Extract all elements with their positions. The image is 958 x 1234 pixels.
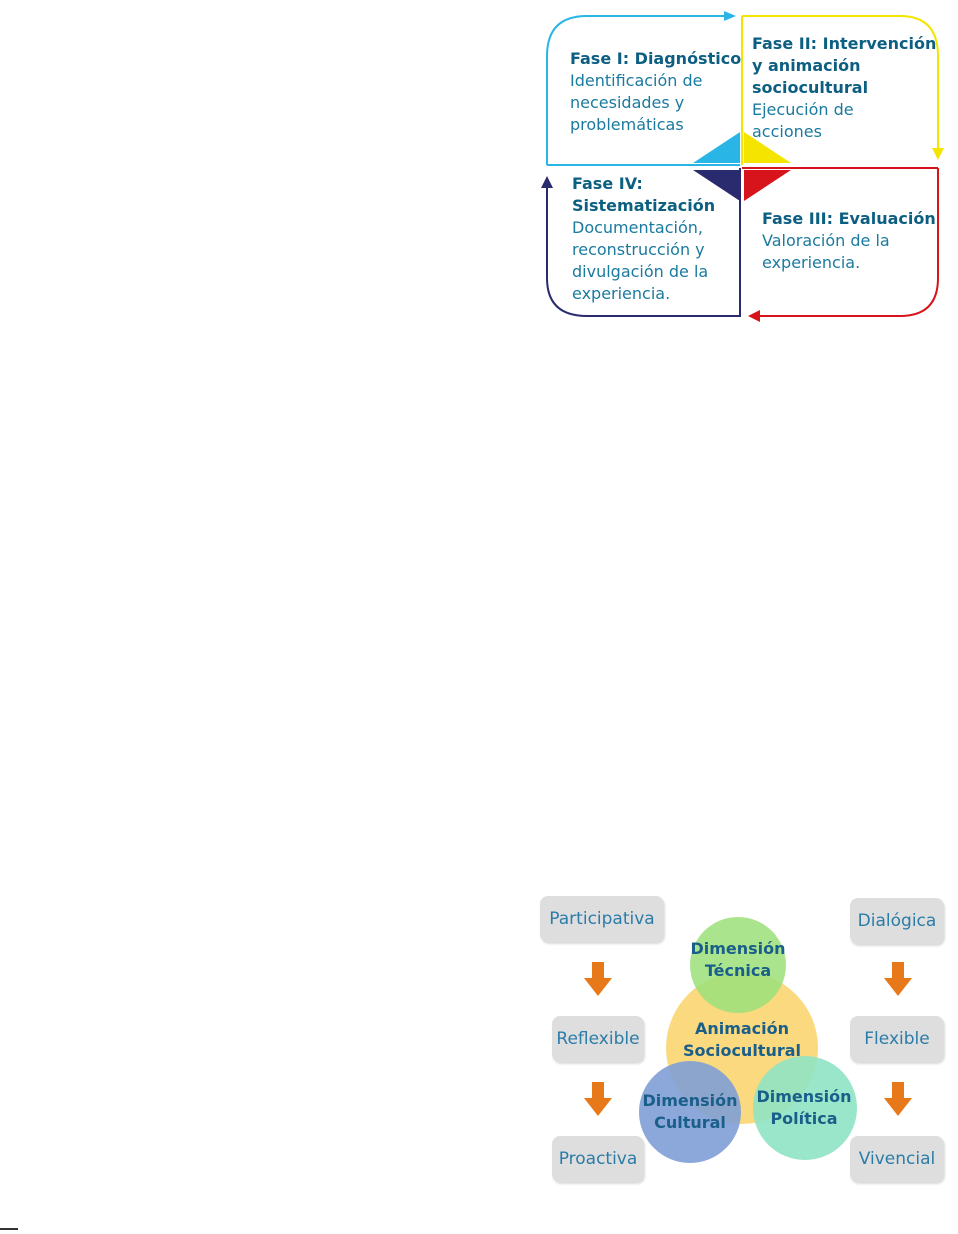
phase-2-title-line: sociocultural bbox=[752, 78, 869, 97]
phase-1-desc-line: problemáticas bbox=[570, 115, 684, 134]
phase-3: Fase III: Evaluación Valoración de la ex… bbox=[762, 208, 936, 274]
phase-cycle-diagram: Fase I: Diagnóstico Identificación de ne… bbox=[540, 8, 950, 328]
dimensions-graphic bbox=[584, 917, 912, 1163]
tecnica-label-line: Técnica bbox=[704, 961, 772, 980]
phase-4: Fase IV: Sistematización Documentación, … bbox=[572, 173, 715, 305]
center-label-line: Animación bbox=[694, 1019, 790, 1038]
cultural-circle bbox=[639, 1061, 741, 1163]
pill-participativa: Participativa bbox=[540, 896, 664, 942]
phase-4-desc-line: divulgación de la bbox=[572, 262, 709, 281]
phase-1: Fase I: Diagnóstico Identificación de ne… bbox=[570, 48, 741, 136]
phase-4-border bbox=[546, 168, 741, 317]
phase-3-border bbox=[758, 168, 939, 317]
cycle-graphic bbox=[541, 11, 944, 322]
tecnica-circle bbox=[690, 917, 786, 1013]
phase-4-desc-line: experiencia. bbox=[572, 284, 671, 303]
arrow-down-icon bbox=[884, 962, 912, 996]
phase-4-triangle bbox=[693, 170, 740, 201]
phase-1-border bbox=[546, 15, 730, 165]
phase-1-arrowhead-icon bbox=[724, 11, 736, 21]
politica-label-line: Dimensión bbox=[756, 1087, 852, 1106]
phase-4-title-line: Fase IV: bbox=[572, 174, 643, 193]
phase-3-triangle bbox=[744, 170, 791, 201]
dimensions-diagram: Participativa Reflexible Proactiva Dialó… bbox=[530, 890, 950, 1200]
pill-dialogica: Dialógica bbox=[850, 898, 944, 944]
pill-reflexible: Reflexible bbox=[552, 1016, 644, 1062]
arrow-down-icon bbox=[584, 1082, 612, 1116]
phase-4-desc-line: Documentación, bbox=[572, 218, 703, 237]
cultural-label: Dimensión Cultural bbox=[630, 1090, 750, 1134]
phase-2-title-line: y animación bbox=[752, 56, 861, 75]
phase-4-title-line: Sistematización bbox=[572, 196, 716, 215]
politica-label-line: Política bbox=[770, 1109, 838, 1128]
phase-3-desc-line: Valoración de la bbox=[762, 231, 890, 250]
arrow-down-icon bbox=[584, 962, 612, 996]
phase-2-triangle bbox=[744, 132, 791, 163]
cultural-label-line: Dimensión bbox=[642, 1091, 738, 1110]
footnote-rule bbox=[0, 1228, 18, 1230]
politica-label: Dimensión Política bbox=[744, 1086, 864, 1130]
phase-3-desc-line: experiencia. bbox=[762, 253, 861, 272]
pill-flexible: Flexible bbox=[850, 1016, 944, 1062]
arrow-down-icon bbox=[884, 1082, 912, 1116]
phase-1-desc-line: Identificación de bbox=[570, 71, 703, 90]
phase-1-title: Fase I: Diagnóstico bbox=[570, 49, 742, 68]
pill-vivencial: Vivencial bbox=[850, 1136, 944, 1182]
phase-1-desc-line: necesidades y bbox=[570, 93, 685, 112]
tecnica-label-line: Dimensión bbox=[690, 939, 786, 958]
phase-4-arrowhead-icon bbox=[541, 176, 553, 188]
phase-3-title: Fase III: Evaluación bbox=[762, 209, 936, 228]
phase-1-triangle bbox=[693, 132, 740, 163]
phase-3-arrowhead-icon bbox=[748, 310, 760, 322]
center-label-line: Sociocultural bbox=[682, 1041, 802, 1060]
cultural-label-line: Cultural bbox=[654, 1113, 726, 1132]
phase-2-desc-line: acciones bbox=[752, 122, 822, 141]
phase-2-title-line: Fase II: Intervención bbox=[752, 34, 937, 53]
pill-proactiva: Proactiva bbox=[552, 1136, 644, 1182]
phase-2-border bbox=[742, 15, 939, 148]
phase-2-arrowhead-icon bbox=[932, 148, 944, 160]
phase-4-desc-line: reconstrucción y bbox=[572, 240, 705, 259]
phase-2: Fase II: Intervención y animación socioc… bbox=[752, 33, 936, 143]
tecnica-label: Dimensión Técnica bbox=[678, 938, 798, 982]
politica-circle bbox=[753, 1056, 857, 1160]
center-label: Animación Sociocultural bbox=[672, 1018, 812, 1062]
phase-2-desc-line: Ejecución de bbox=[752, 100, 854, 119]
